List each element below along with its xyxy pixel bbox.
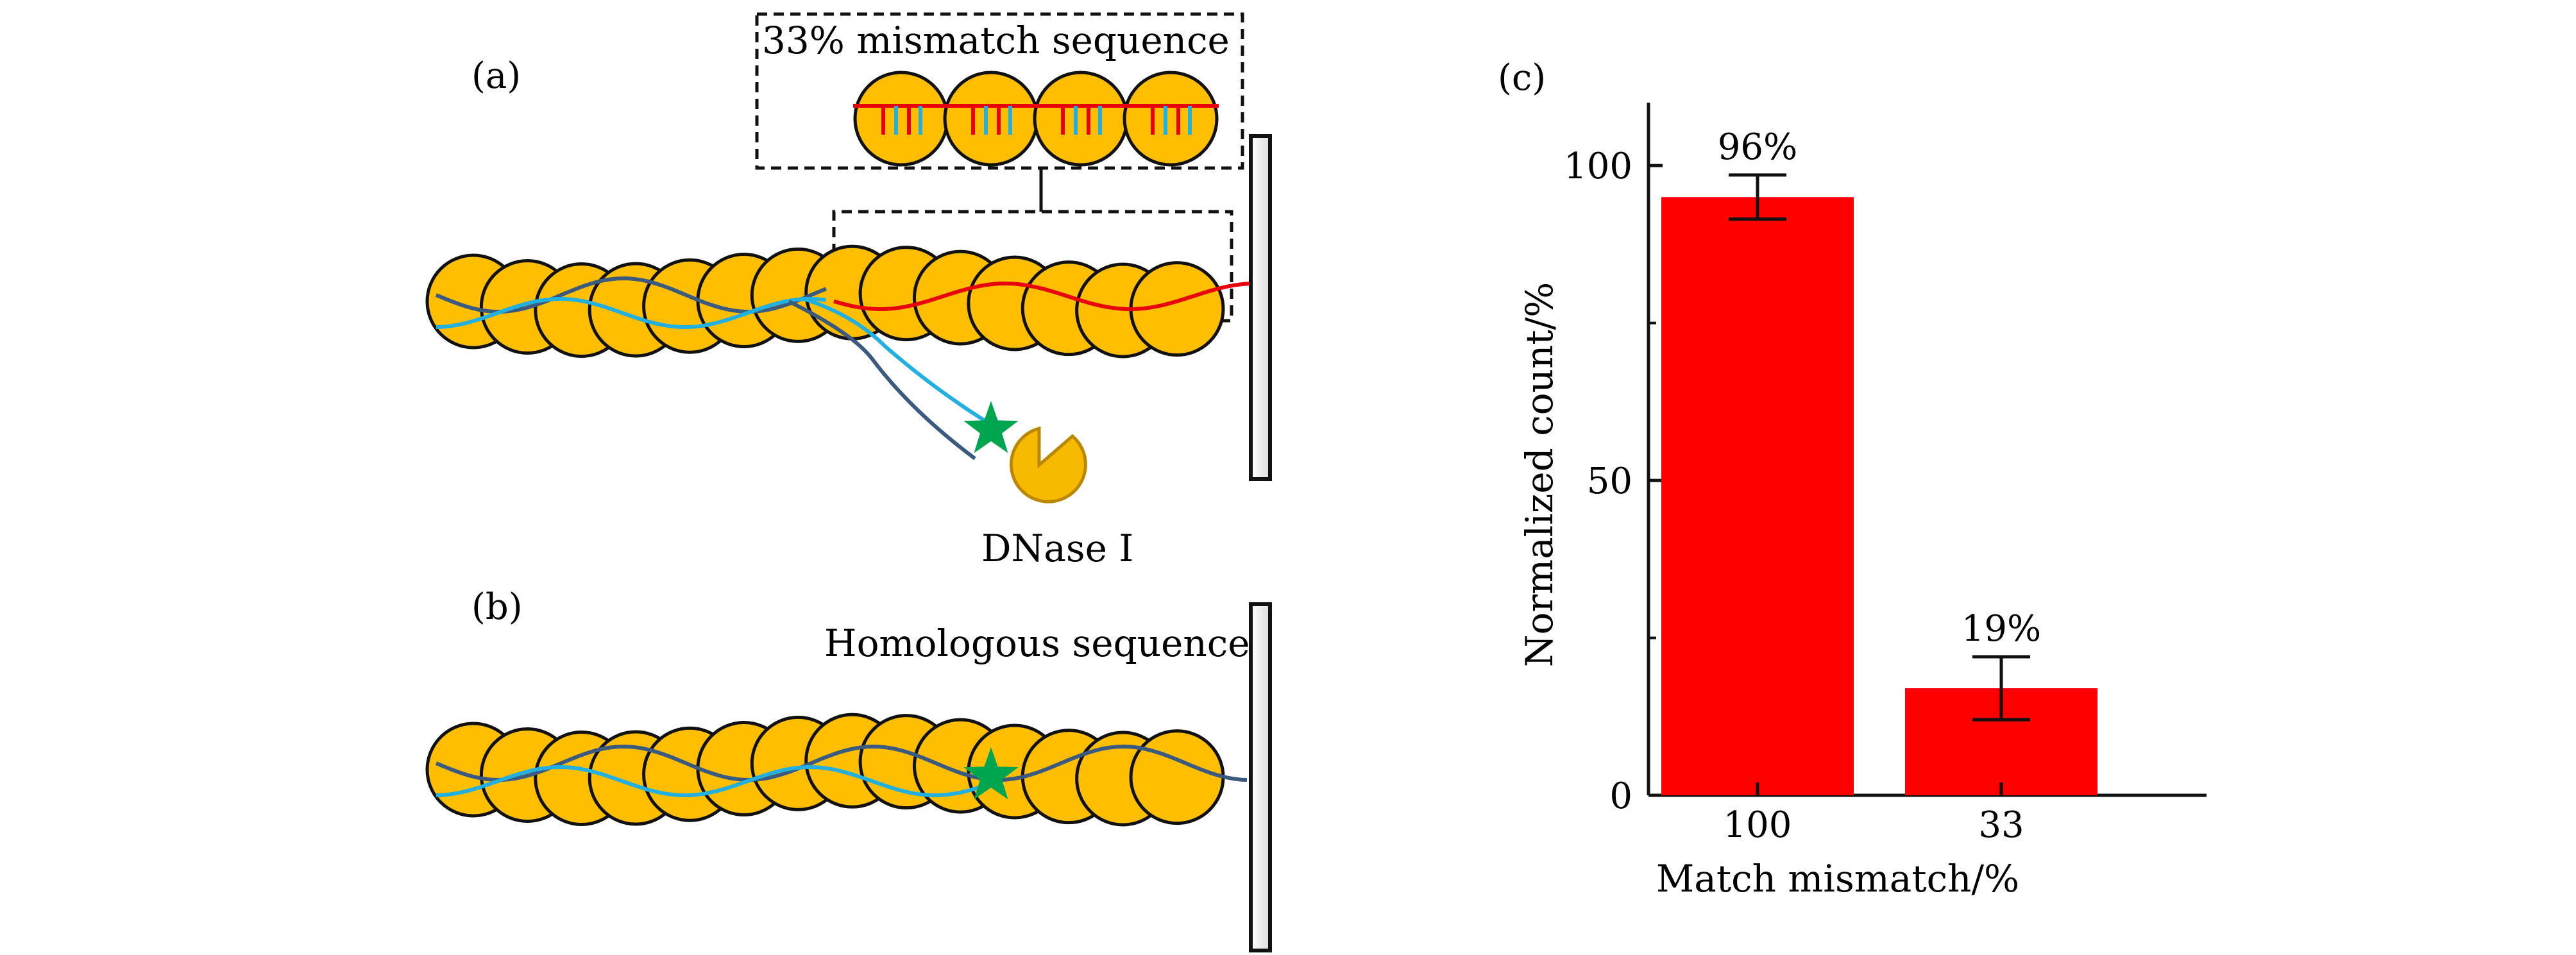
dna-strand (435, 744, 1248, 782)
surface-wall-b (1249, 602, 1272, 952)
bar-value-label: 19% (1962, 608, 2041, 650)
y-tick-label: 100 (1564, 146, 1632, 187)
panel-a: (a) 33% mismatch sequence DNase I (425, 12, 1272, 570)
nucleosome-chain-a (425, 244, 1250, 359)
y-axis-label: Normalized count/% (1518, 282, 1561, 668)
fluorophore-star-icon (963, 401, 1019, 453)
dna-strand (436, 296, 827, 330)
panel-b-label: (b) (471, 586, 523, 628)
y-tick-label: 50 (1587, 461, 1632, 502)
dnase-enzyme-icon (1009, 426, 1087, 503)
panel-c: (c) 0 50 100 96% 100 19% 33 Match mismatch/% … (1498, 57, 2207, 900)
x-axis-label: Match mismatch/% (1656, 857, 2019, 900)
mismatch-inset-box (755, 12, 1244, 170)
bar-value-label: 96% (1718, 126, 1797, 168)
nucleosome (1129, 729, 1225, 825)
bar (1661, 197, 1854, 796)
mismatch-inset-title: 33% mismatch sequence (762, 19, 1230, 62)
inset-nucleosomes (853, 71, 1219, 167)
displaced-strand-light (801, 296, 996, 428)
panel-a-label: (a) (471, 55, 521, 97)
bar-chart: 0 50 100 96% 100 19% 33 Match mismatch/% Norm… (1518, 103, 2207, 900)
fluorophore-star-icon (963, 747, 1019, 800)
dna-strand (833, 281, 1250, 312)
dna-strand (436, 765, 1002, 798)
x-tick-label: 33 (1978, 804, 2024, 846)
mismatch-region-box (832, 210, 1233, 323)
panel-c-label: (c) (1498, 57, 1546, 99)
inset-nucleosome (1123, 71, 1219, 167)
x-tick-label: 100 (1724, 804, 1792, 846)
inset-nucleosome (943, 71, 1039, 167)
nucleosome-chain-b (425, 713, 1248, 827)
inset-nucleosome (853, 71, 949, 167)
bars: 96% 100 19% 33 (1661, 126, 2097, 846)
displaced-strand-dark (788, 300, 976, 461)
inset-nucleosome (1033, 71, 1129, 167)
dnase-label: DNase I (981, 527, 1133, 570)
homologous-sequence-label: Homologous sequence (824, 621, 1250, 665)
panel-b: (b) Homologous sequence (425, 586, 1272, 952)
y-ticks: 0 50 100 (1564, 146, 1663, 817)
y-tick-label: 0 (1609, 775, 1632, 817)
surface-wall-a (1249, 134, 1272, 481)
